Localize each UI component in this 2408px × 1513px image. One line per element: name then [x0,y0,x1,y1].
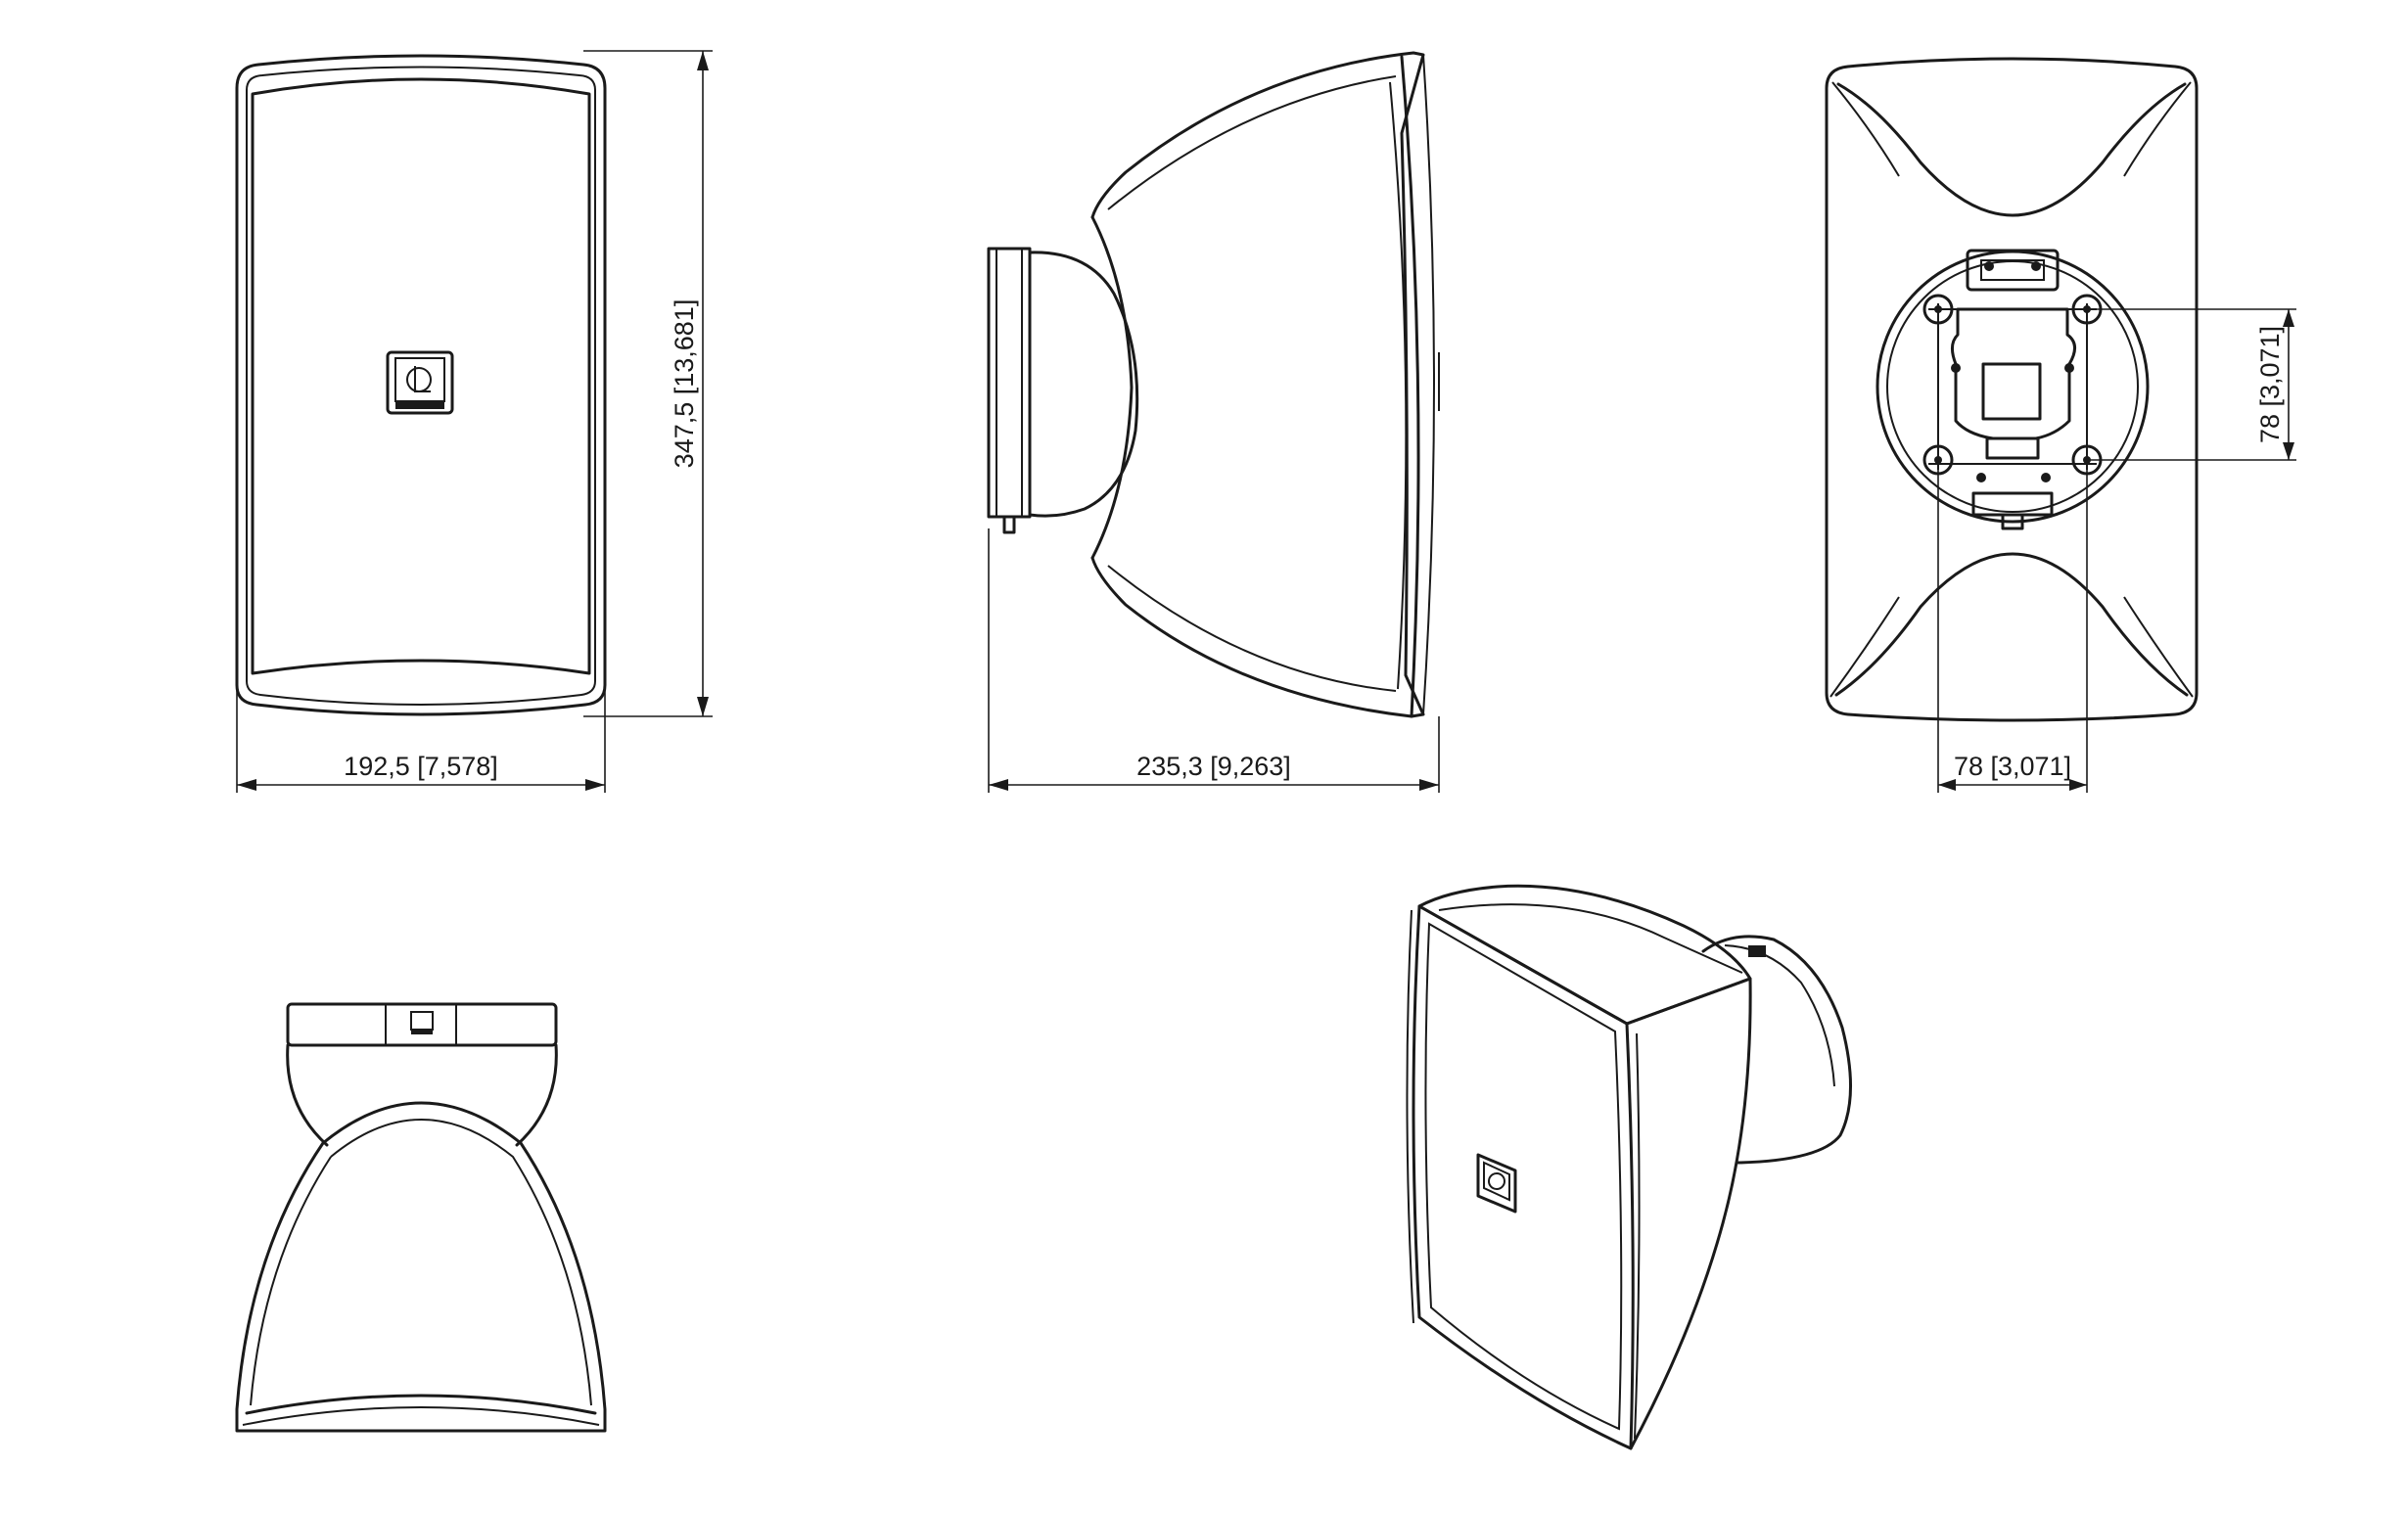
rear-hole-spacing-v-label: 78 [3,071] [2255,326,2285,443]
front-height-label: 347,5 [13,681] [670,299,699,469]
isometric-view [1406,884,1853,1450]
side-depth-label: 235,3 [9,263] [1136,752,1291,781]
rear-view [1825,57,2199,722]
rear-hole-spacing-v-dimension [2087,308,2296,461]
rear-hole-spacing-h-dimension [1937,460,2088,793]
top-view [235,1002,607,1433]
side-view [987,51,1440,718]
front-width-label: 192,5 [7,578] [344,752,498,781]
side-depth-dimension [988,528,1440,793]
front-view [235,54,607,716]
front-width-dimension [236,685,606,793]
rear-hole-spacing-h-label: 78 [3,071] [1954,752,2071,781]
front-height-dimension [583,50,713,717]
